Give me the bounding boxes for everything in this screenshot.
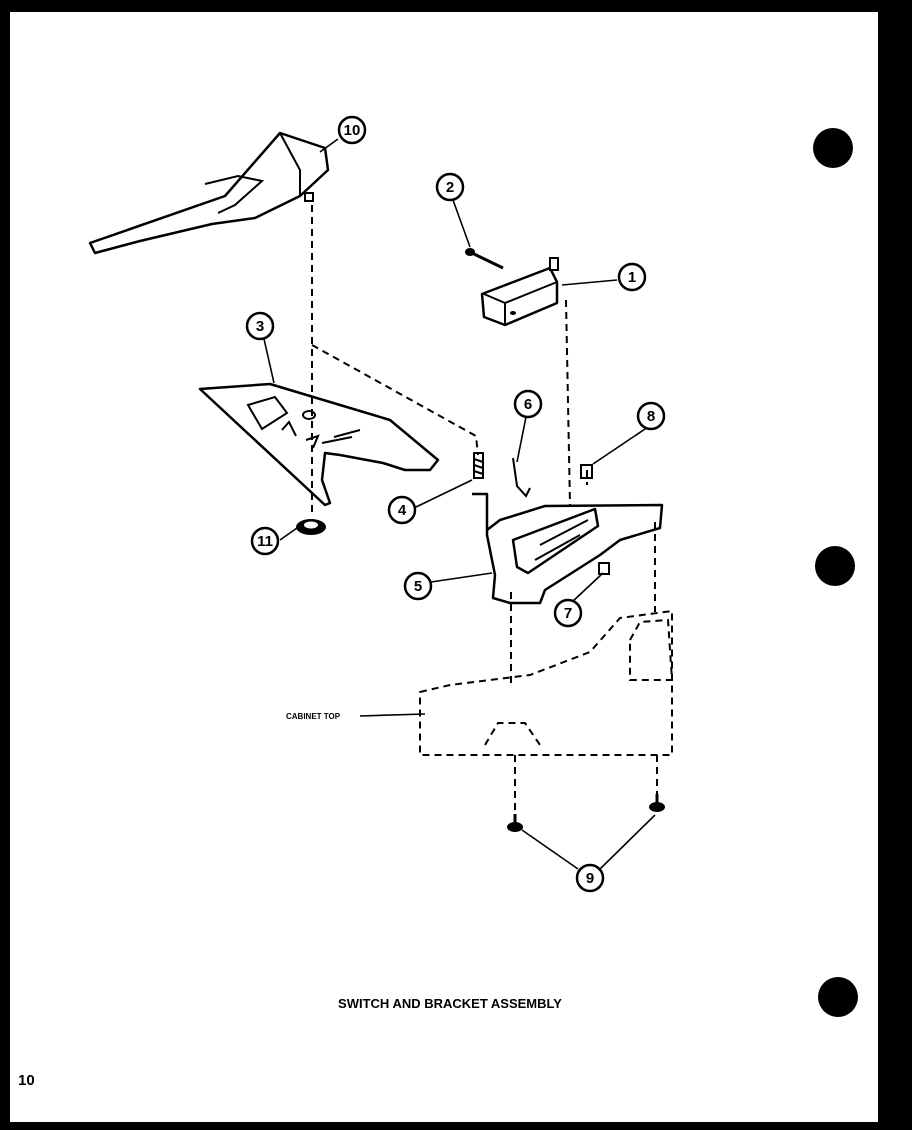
assembly-lines xyxy=(311,205,658,814)
callout-2: 2 xyxy=(435,172,465,202)
binder-hole-bottom xyxy=(818,977,858,1017)
part-9-screws xyxy=(507,794,665,832)
part-10-handle xyxy=(88,131,330,255)
cabinet-top-outline xyxy=(419,609,674,756)
part-4-spring xyxy=(473,452,484,479)
diagram-title: SWITCH AND BRACKET ASSEMBLY xyxy=(338,996,562,1011)
page-number: 10 xyxy=(18,1072,35,1089)
binder-hole-top xyxy=(813,128,853,168)
part-2-screw xyxy=(465,248,504,270)
part-11-grommet xyxy=(296,519,326,535)
callout-7: 7 xyxy=(553,598,583,628)
callout-8: 8 xyxy=(636,401,666,431)
callout-5: 5 xyxy=(403,571,433,601)
callout-3: 3 xyxy=(245,311,275,341)
callout-5-label: 5 xyxy=(414,578,422,595)
part-3-actuator-plate xyxy=(198,382,440,507)
callout-1: 1 xyxy=(617,262,647,292)
part-5-bracket xyxy=(472,492,664,605)
callout-9: 9 xyxy=(575,863,605,893)
callout-2-label: 2 xyxy=(446,179,454,196)
callout-1-label: 1 xyxy=(628,269,636,286)
callout-6: 6 xyxy=(513,389,543,419)
part-6-clip xyxy=(512,457,531,498)
callout-10-label: 10 xyxy=(344,122,361,139)
callout-3-label: 3 xyxy=(256,318,264,335)
callout-4-label: 4 xyxy=(398,502,407,519)
callout-9-label: 9 xyxy=(586,870,594,887)
callout-11-label: 11 xyxy=(257,533,273,550)
callout-7-label: 7 xyxy=(564,605,572,622)
callout-10: 10 xyxy=(337,115,367,145)
part-1-switch xyxy=(480,257,559,327)
callout-8-label: 8 xyxy=(647,408,655,425)
callout-6-label: 6 xyxy=(524,396,532,413)
callout-leaders xyxy=(263,138,656,870)
cabinet-top-label: CABINET TOP xyxy=(286,712,341,721)
binder-hole-middle xyxy=(815,546,855,586)
callout-11: 11 xyxy=(250,526,280,556)
callout-4: 4 xyxy=(387,495,417,525)
